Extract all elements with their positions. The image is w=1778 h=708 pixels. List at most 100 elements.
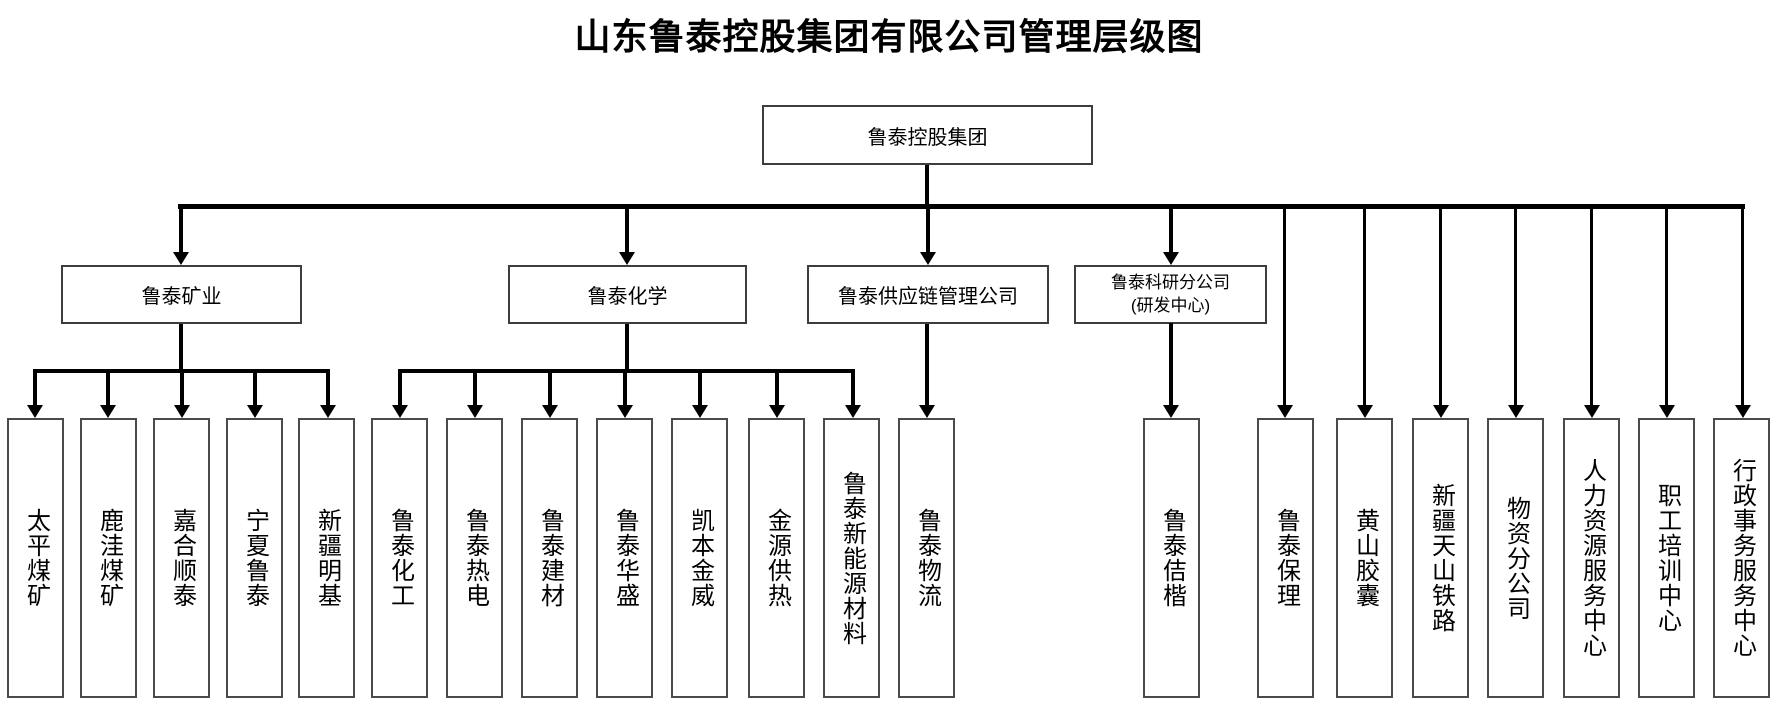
arrow-icon	[845, 405, 861, 418]
arrow-icon	[619, 252, 635, 265]
connector-line	[1665, 204, 1668, 405]
node-research-branch-line1: 鲁泰科研分公司	[1111, 272, 1230, 292]
leaf-label: 鲁泰热电	[461, 508, 489, 608]
leaf-label: 行政事务服务中心	[1728, 458, 1756, 658]
arrow-icon	[320, 405, 336, 418]
arrow-icon	[392, 405, 408, 418]
arrow-icon	[467, 405, 483, 418]
leaf-label: 新疆天山铁路	[1427, 483, 1455, 633]
connector-line	[1169, 323, 1173, 405]
connector-line	[473, 371, 477, 405]
arrow-icon	[1163, 405, 1179, 418]
leaf-materials-branch: 物资分公司	[1487, 418, 1544, 698]
connector-line	[698, 371, 702, 405]
leaf-staff-training-center: 职工培训中心	[1638, 418, 1695, 698]
node-supply-chain: 鲁泰供应链管理公司	[807, 265, 1049, 324]
leaf-label: 鲁泰华盛	[611, 508, 639, 608]
leaf-hr-service-center: 人力资源服务中心	[1563, 418, 1620, 698]
leaf-label: 鲁泰化工	[386, 508, 414, 608]
leaf-label: 职工培训中心	[1653, 483, 1681, 633]
connector-line	[1363, 204, 1366, 405]
connector-line	[1741, 204, 1744, 405]
leaf-ningxia-lutai: 宁夏鲁泰	[226, 418, 283, 698]
arrow-icon	[692, 405, 708, 418]
leaf-label: 嘉合顺泰	[168, 508, 196, 608]
arrow-icon	[173, 252, 189, 265]
connector-line	[1514, 204, 1517, 405]
leaf-label: 物资分公司	[1502, 495, 1530, 621]
leaf-label: 鲁泰新能源材料	[838, 470, 866, 646]
connector-line	[851, 371, 855, 405]
arrow-icon	[1735, 405, 1751, 418]
leaf-label: 鲁泰建材	[536, 508, 564, 608]
leaf-admin-affairs-center: 行政事务服务中心	[1713, 418, 1770, 698]
connector-line	[775, 371, 779, 405]
leaf-lutai-huasheng: 鲁泰华盛	[596, 418, 653, 698]
connector-line	[548, 371, 552, 405]
leaf-lutai-jikai: 鲁泰佶楷	[1143, 418, 1200, 698]
node-root: 鲁泰控股集团	[762, 105, 1093, 165]
connector-line	[925, 324, 929, 405]
connector-line	[1169, 207, 1173, 252]
leaf-jiahe-shuntai: 嘉合顺泰	[153, 418, 210, 698]
arrow-icon	[1277, 405, 1293, 418]
node-research-branch-line2: (研发中心)	[1130, 295, 1211, 315]
leaf-huangshan-capsule: 黄山胶囊	[1336, 418, 1393, 698]
leaf-kaiben-jinwei: 凯本金威	[671, 418, 728, 698]
leaf-luwa-coal-mine: 鹿洼煤矿	[80, 418, 137, 698]
leaf-label: 宁夏鲁泰	[241, 508, 269, 608]
arrow-icon	[247, 405, 263, 418]
connector-line	[625, 207, 629, 252]
leaf-label: 黄山胶囊	[1351, 508, 1379, 608]
arrow-icon	[1659, 405, 1675, 418]
arrow-icon	[1584, 405, 1600, 418]
leaf-jinyuan-heating: 金源供热	[748, 418, 805, 698]
leaf-xinjiang-mingji: 新疆明基	[298, 418, 355, 698]
leaf-lutai-new-energy: 鲁泰新能源材料	[823, 418, 880, 698]
connector-line	[33, 371, 37, 405]
connector-line	[106, 371, 110, 405]
arrow-icon	[769, 405, 785, 418]
node-chemistry: 鲁泰化学	[508, 265, 747, 324]
connector-line	[926, 207, 930, 252]
connector-line	[1439, 204, 1442, 405]
leaf-xinjiang-tianshan-railway: 新疆天山铁路	[1412, 418, 1469, 698]
arrow-icon	[1357, 405, 1373, 418]
leaf-lutai-logistics: 鲁泰物流	[898, 418, 955, 698]
node-research-branch: 鲁泰科研分公司 (研发中心)	[1074, 265, 1267, 324]
leaf-label: 金源供热	[763, 508, 791, 608]
leaf-label: 鲁泰保理	[1272, 508, 1300, 608]
arrow-icon	[617, 405, 633, 418]
leaf-label: 凯本金威	[686, 508, 714, 608]
leaf-label: 鲁泰物流	[913, 508, 941, 608]
arrow-icon	[27, 405, 43, 418]
connector-line	[180, 371, 184, 405]
connector-line	[398, 371, 402, 405]
leaf-label: 鲁泰佶楷	[1158, 508, 1186, 608]
page-title: 山东鲁泰控股集团有限公司管理层级图	[574, 17, 1204, 57]
arrow-icon	[174, 405, 190, 418]
connector-trunk	[178, 204, 1745, 209]
arrow-icon	[1433, 405, 1449, 418]
leaf-label: 鹿洼煤矿	[95, 508, 123, 608]
arrow-icon	[542, 405, 558, 418]
leaf-label: 新疆明基	[313, 508, 341, 608]
node-mining: 鲁泰矿业	[61, 265, 302, 324]
connector-root-stem	[925, 165, 929, 206]
connector-line	[326, 371, 330, 405]
connector-line	[1590, 204, 1593, 405]
leaf-lutai-building-materials: 鲁泰建材	[521, 418, 578, 698]
leaf-label: 太平煤矿	[22, 508, 50, 608]
connector-line	[253, 371, 257, 405]
connector-line	[625, 324, 629, 371]
arrow-icon	[920, 252, 936, 265]
arrow-icon	[919, 405, 935, 418]
connector-line	[179, 207, 183, 252]
connector-line	[179, 324, 183, 371]
arrow-icon	[1163, 252, 1179, 265]
arrow-icon	[1508, 405, 1524, 418]
leaf-taiping-coal-mine: 太平煤矿	[7, 418, 64, 698]
leaf-lutai-factoring: 鲁泰保理	[1257, 418, 1314, 698]
arrow-icon	[100, 405, 116, 418]
